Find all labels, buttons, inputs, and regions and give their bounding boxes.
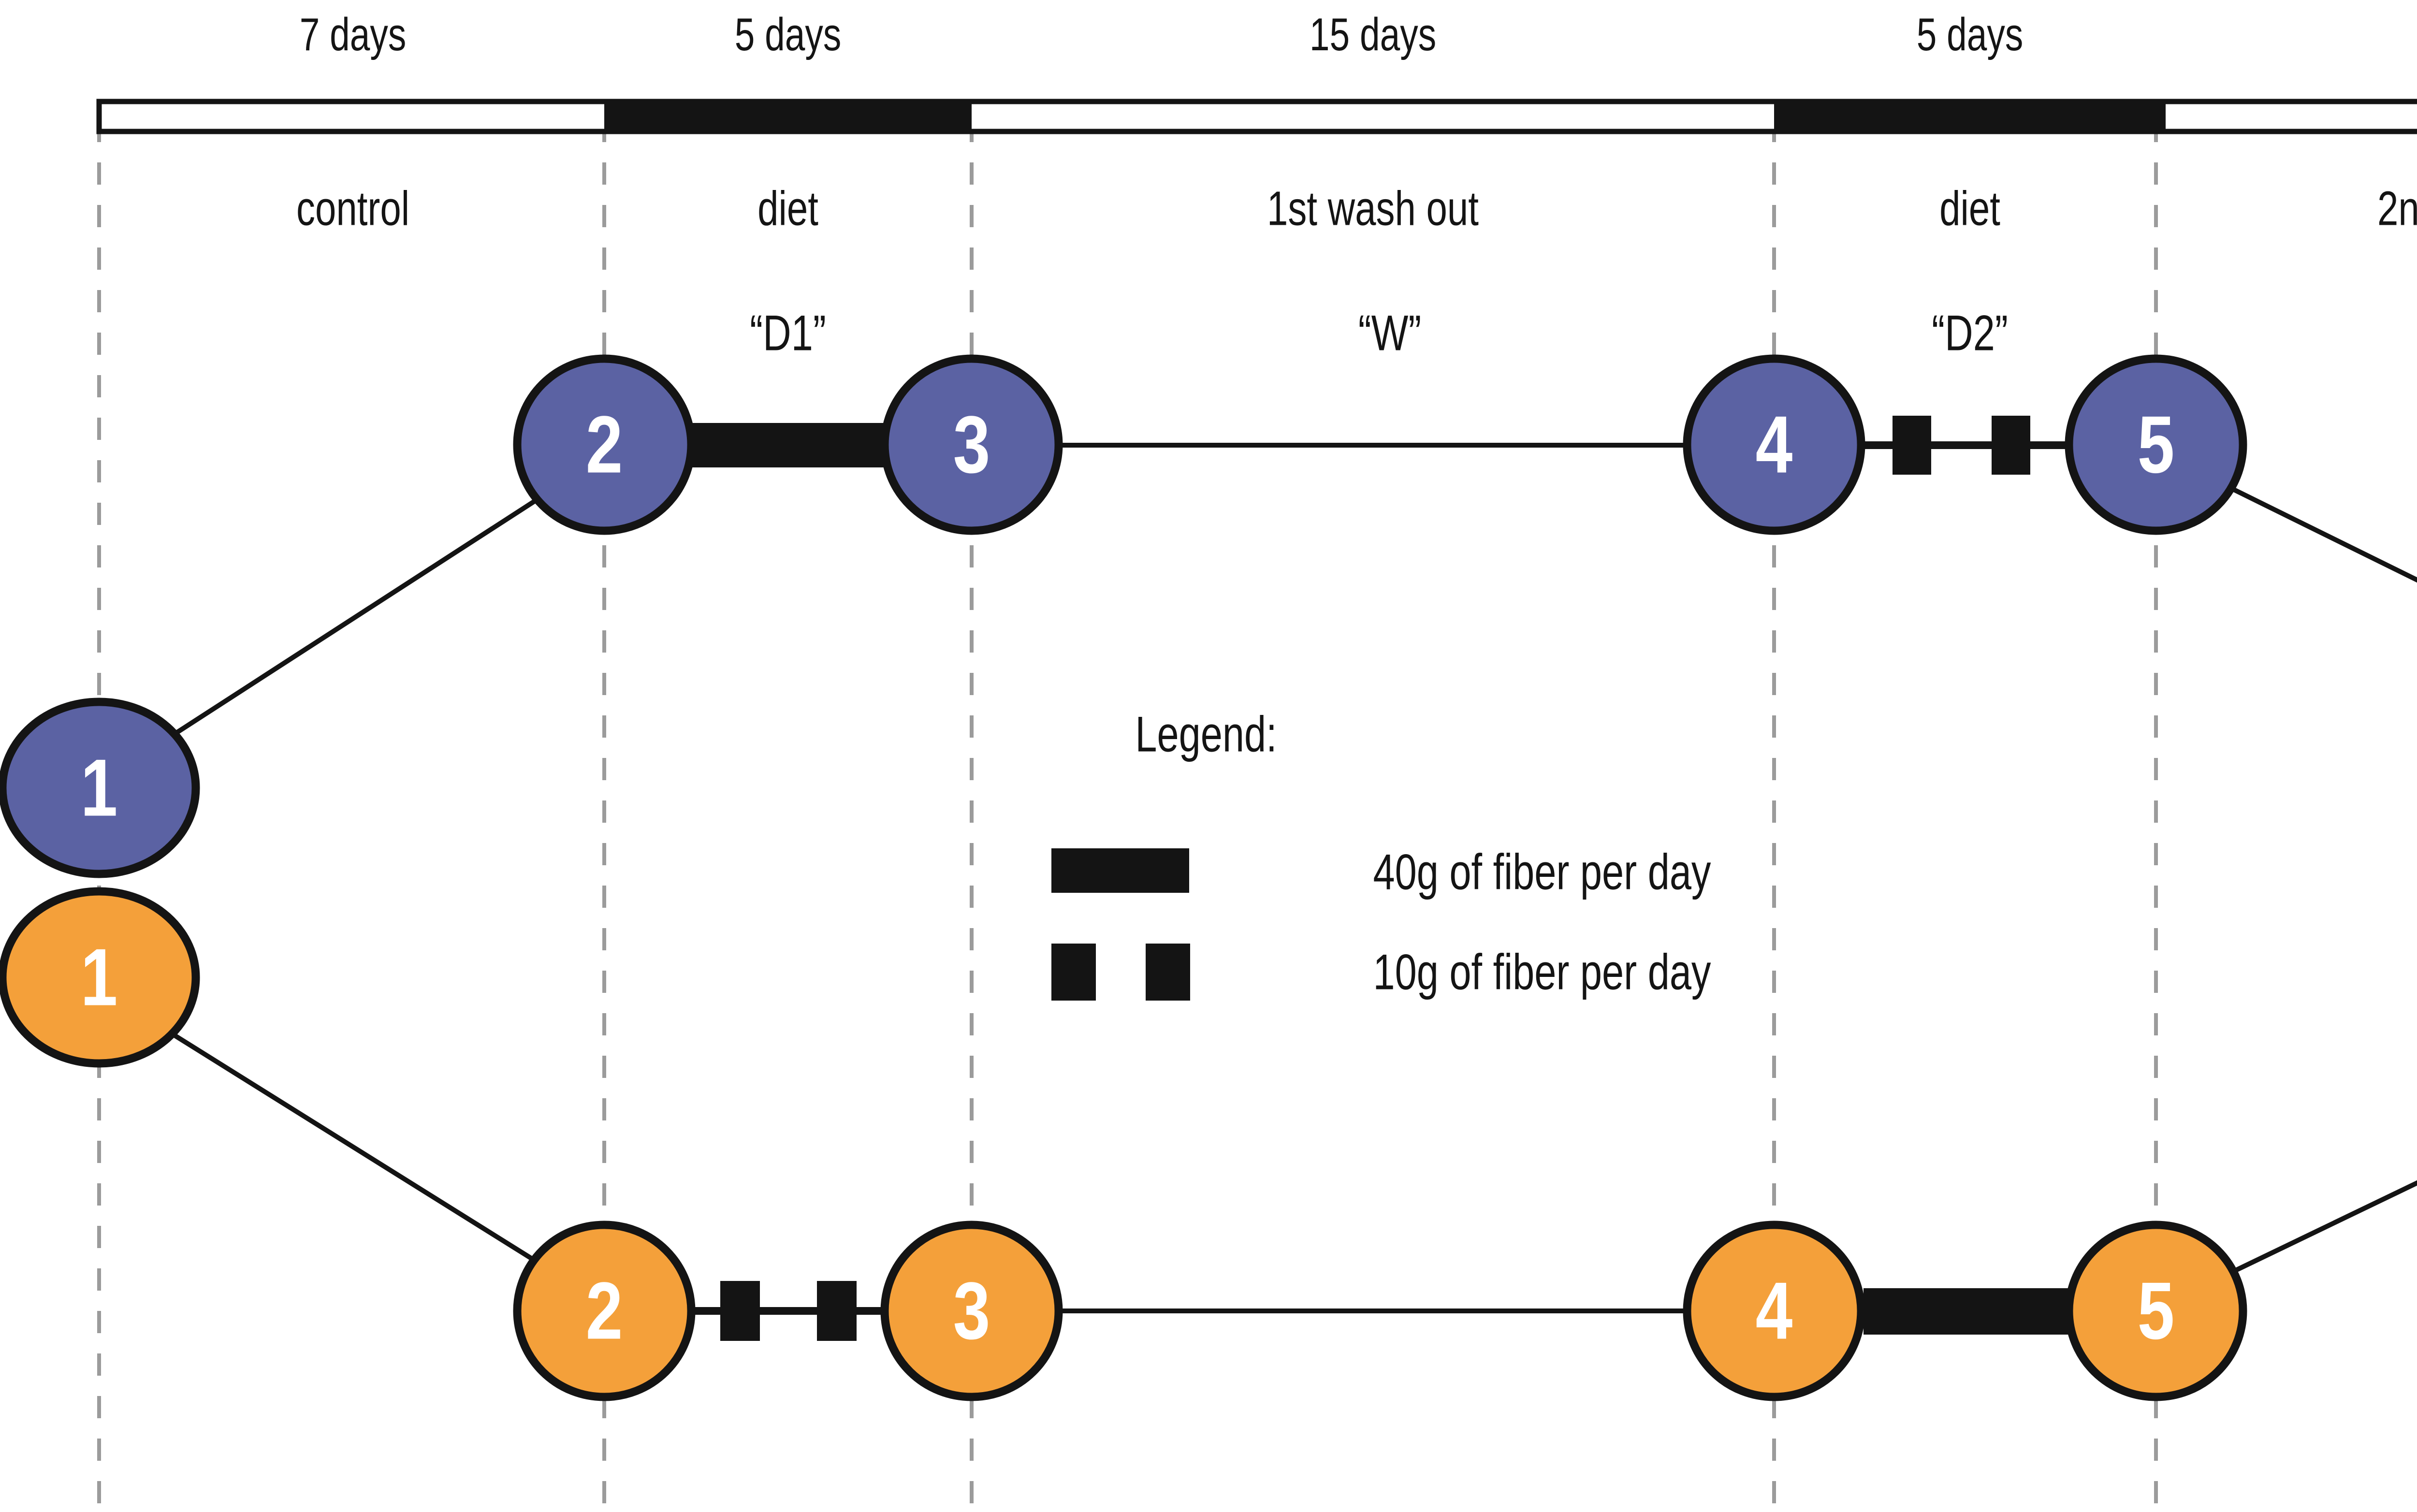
- arm-a-node-1[interactable]: [0, 698, 200, 878]
- duration-label-washout1: 15 days: [1309, 9, 1437, 60]
- phase-code-w: “W”: [1358, 305, 1422, 362]
- arm-b-link-2-3-low-fiber-dash-1: [720, 1281, 760, 1341]
- timeline-bar: [96, 99, 2417, 134]
- legend-swatch-low-fiber-dash-2: [1146, 944, 1190, 1001]
- arm-a-link-5-6: [2220, 481, 2417, 583]
- legend-swatch-high-fiber: [1051, 848, 1189, 893]
- timeline-segment-diet1: [604, 99, 972, 134]
- arm-a-node-4[interactable]: [1683, 354, 1865, 535]
- arm-b-node-label-1: 1: [80, 931, 118, 1023]
- arm-a-link-2-3-high-fiber: [677, 423, 899, 467]
- arm-b-node-5[interactable]: [2065, 1221, 2247, 1401]
- legend-label-high-fiber: 40g of fiber per day: [1373, 844, 1711, 901]
- arm-b-node-1[interactable]: [0, 887, 200, 1068]
- arm-b-node-label-5: 5: [2137, 1265, 2175, 1356]
- arm-b-node-4[interactable]: [1683, 1221, 1865, 1401]
- arm-a-node-2[interactable]: [513, 354, 696, 535]
- arm-b-link-1-2: [148, 1018, 557, 1276]
- timeline-segment-diet2: [1774, 99, 2166, 134]
- arm-b-node-label-2: 2: [585, 1265, 623, 1356]
- phase-label-diet1: diet: [757, 181, 818, 236]
- phase-label-washout1: 1st wash out: [1267, 181, 1479, 236]
- arm-a-node-label-2: 2: [585, 399, 623, 490]
- phase-code-d1: “D1”: [750, 305, 826, 362]
- arm-a-link-4-5-low-fiber-dash-1: [1893, 416, 1931, 475]
- arm-a-node-label-5: 5: [2137, 399, 2175, 490]
- arm-b-link-5-6: [2222, 1180, 2417, 1279]
- arm-a-nodes: [0, 354, 2247, 878]
- arm-a-node-label-4: 4: [1755, 399, 1793, 490]
- legend-swatches: [1051, 848, 1190, 1001]
- arm-a-node-label-3: 3: [953, 399, 990, 490]
- arm-a-node-label-1: 1: [80, 742, 118, 833]
- arm-a-link-1-2: [153, 483, 560, 749]
- phase-code-d2: “D2”: [1932, 305, 2008, 362]
- arm-a-link-4-5-low-fiber-dash-2: [1992, 416, 2030, 475]
- arm-a-node-3[interactable]: [880, 354, 1063, 535]
- duration-label-control: 7 days: [299, 9, 407, 60]
- phase-label-control: control: [296, 181, 410, 236]
- arm-b-node-label-4: 4: [1755, 1265, 1793, 1356]
- arm-b-nodes: [0, 887, 2247, 1401]
- phase-label-diet2: diet: [1939, 181, 2000, 236]
- legend-label-low-fiber: 10g of fiber per day: [1373, 944, 1711, 1001]
- duration-label-diet1: 5 days: [734, 9, 842, 60]
- duration-label-diet2: 5 days: [1916, 9, 2024, 60]
- legend-swatch-low-fiber-dash-1: [1051, 944, 1096, 1001]
- arm-b-node-2[interactable]: [513, 1221, 696, 1401]
- arm-a-links: [153, 416, 2417, 749]
- phase-label-washout2: 2nd wash out: [2377, 181, 2417, 236]
- arm-b-link-2-3-low-fiber-dash-2: [817, 1281, 857, 1341]
- arm-b-node-3[interactable]: [880, 1221, 1063, 1401]
- arm-b-node-label-3: 3: [953, 1265, 990, 1356]
- legend-title: Legend:: [1135, 706, 1277, 763]
- arm-a-node-5[interactable]: [2065, 354, 2247, 535]
